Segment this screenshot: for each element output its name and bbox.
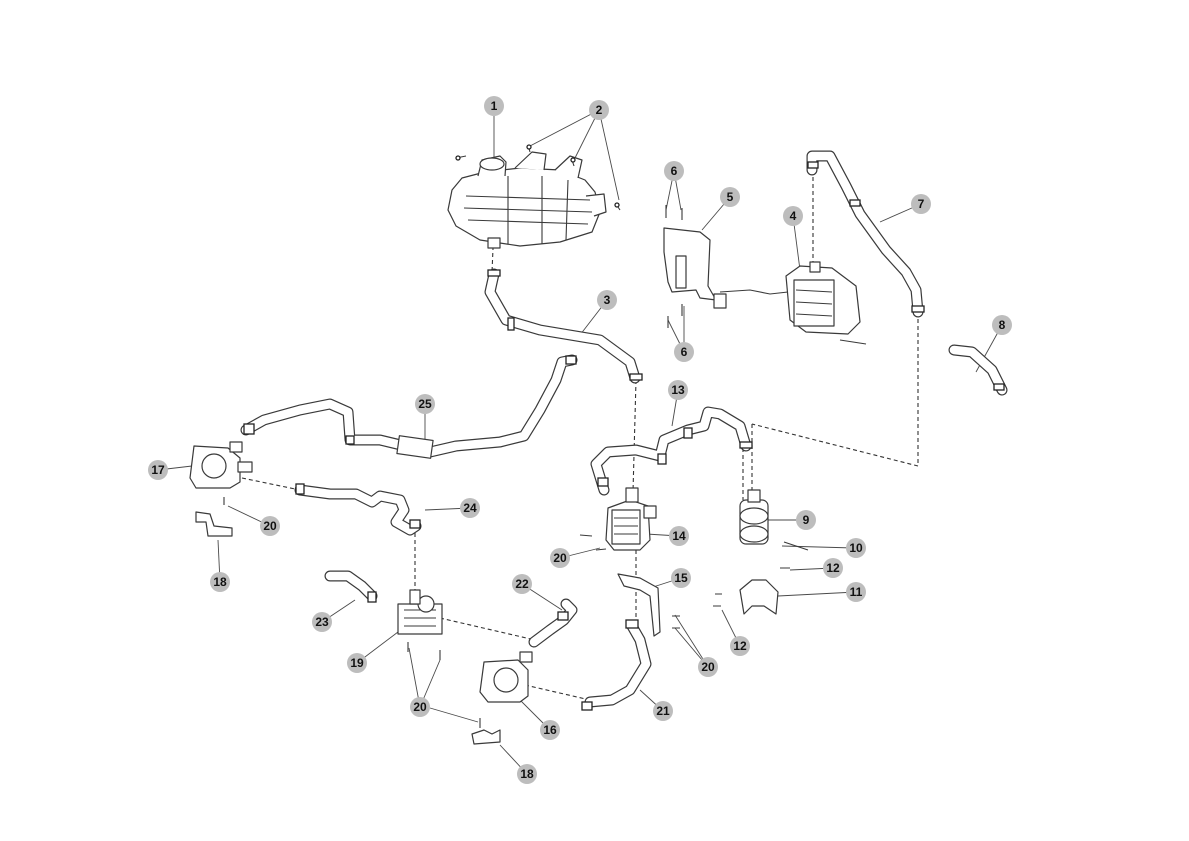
heater-unit	[713, 261, 867, 345]
bracket-11	[739, 579, 779, 615]
callout-17: 17	[148, 460, 168, 480]
expansion-tank	[447, 151, 607, 249]
svg-text:1: 1	[491, 99, 498, 113]
callout-6-top: 6	[664, 161, 684, 181]
svg-text:8: 8	[999, 318, 1006, 332]
svg-text:2: 2	[596, 103, 603, 117]
pump-9	[739, 489, 769, 545]
callout-8: 8	[992, 315, 1012, 335]
bracket-15	[617, 573, 661, 637]
pin-10	[783, 541, 809, 551]
svg-text:22: 22	[515, 577, 529, 591]
svg-text:9: 9	[803, 513, 810, 527]
svg-text:6: 6	[671, 164, 678, 178]
screws	[223, 144, 790, 728]
callout-22: 22	[512, 574, 532, 594]
svg-text:23: 23	[315, 615, 329, 629]
callout-20-center: 20	[550, 548, 570, 568]
svg-text:4: 4	[790, 209, 797, 223]
svg-text:3: 3	[604, 293, 611, 307]
svg-text:7: 7	[918, 197, 925, 211]
pump-16	[479, 651, 533, 703]
svg-text:13: 13	[671, 383, 685, 397]
pump-14	[605, 487, 657, 551]
callout-19: 19	[347, 653, 367, 673]
svg-text:18: 18	[213, 575, 227, 589]
callout-13: 13	[668, 380, 688, 400]
svg-text:12: 12	[826, 561, 840, 575]
callout-10: 10	[846, 538, 866, 558]
svg-text:19: 19	[350, 656, 364, 670]
bracket-18-left	[195, 511, 233, 537]
callout-15: 15	[671, 568, 691, 588]
callout-1: 1	[484, 96, 504, 116]
svg-text:10: 10	[849, 541, 863, 555]
svg-text:12: 12	[733, 639, 747, 653]
svg-text:6: 6	[681, 345, 688, 359]
callout-18-left: 18	[210, 572, 230, 592]
svg-text:20: 20	[701, 660, 715, 674]
svg-text:25: 25	[418, 397, 432, 411]
callout-6-bottom: 6	[674, 342, 694, 362]
bracket-5	[663, 227, 717, 301]
valve-19	[397, 589, 443, 635]
callout-16: 16	[540, 720, 560, 740]
callout-20-right: 20	[698, 657, 718, 677]
callout-14: 14	[669, 526, 689, 546]
svg-text:17: 17	[151, 463, 165, 477]
bracket-18-bottom	[471, 729, 501, 745]
callout-12-left: 12	[730, 636, 750, 656]
callout-4: 4	[783, 206, 803, 226]
callout-7: 7	[911, 194, 931, 214]
callout-18-bottom: 18	[517, 764, 537, 784]
callout-20-bottom: 20	[410, 697, 430, 717]
callout-2: 2	[589, 100, 609, 120]
svg-text:18: 18	[520, 767, 534, 781]
svg-text:20: 20	[413, 700, 427, 714]
callout-20-left: 20	[260, 516, 280, 536]
callout-badges: 1 2 3 4 5 6 6 7 8 9 10 11 12 12 13 14 15…	[148, 96, 1012, 784]
dashed-connections	[241, 170, 919, 701]
svg-text:11: 11	[850, 585, 863, 599]
callout-23: 23	[312, 612, 332, 632]
svg-text:15: 15	[674, 571, 688, 585]
svg-text:5: 5	[727, 190, 734, 204]
callout-24: 24	[460, 498, 480, 518]
svg-text:20: 20	[263, 519, 277, 533]
svg-text:20: 20	[553, 551, 567, 565]
callout-21: 21	[653, 701, 673, 721]
hose-clamps	[243, 161, 1005, 711]
callout-3: 3	[597, 290, 617, 310]
svg-text:16: 16	[543, 723, 557, 737]
hoses	[240, 150, 1008, 708]
pump-17	[189, 441, 253, 489]
callout-25: 25	[415, 394, 435, 414]
callout-12-right: 12	[823, 558, 843, 578]
svg-text:21: 21	[656, 704, 670, 718]
callout-5: 5	[720, 187, 740, 207]
svg-text:14: 14	[672, 529, 686, 543]
callout-11: 11	[846, 582, 866, 602]
callout-9: 9	[796, 510, 816, 530]
svg-text:24: 24	[463, 501, 477, 515]
